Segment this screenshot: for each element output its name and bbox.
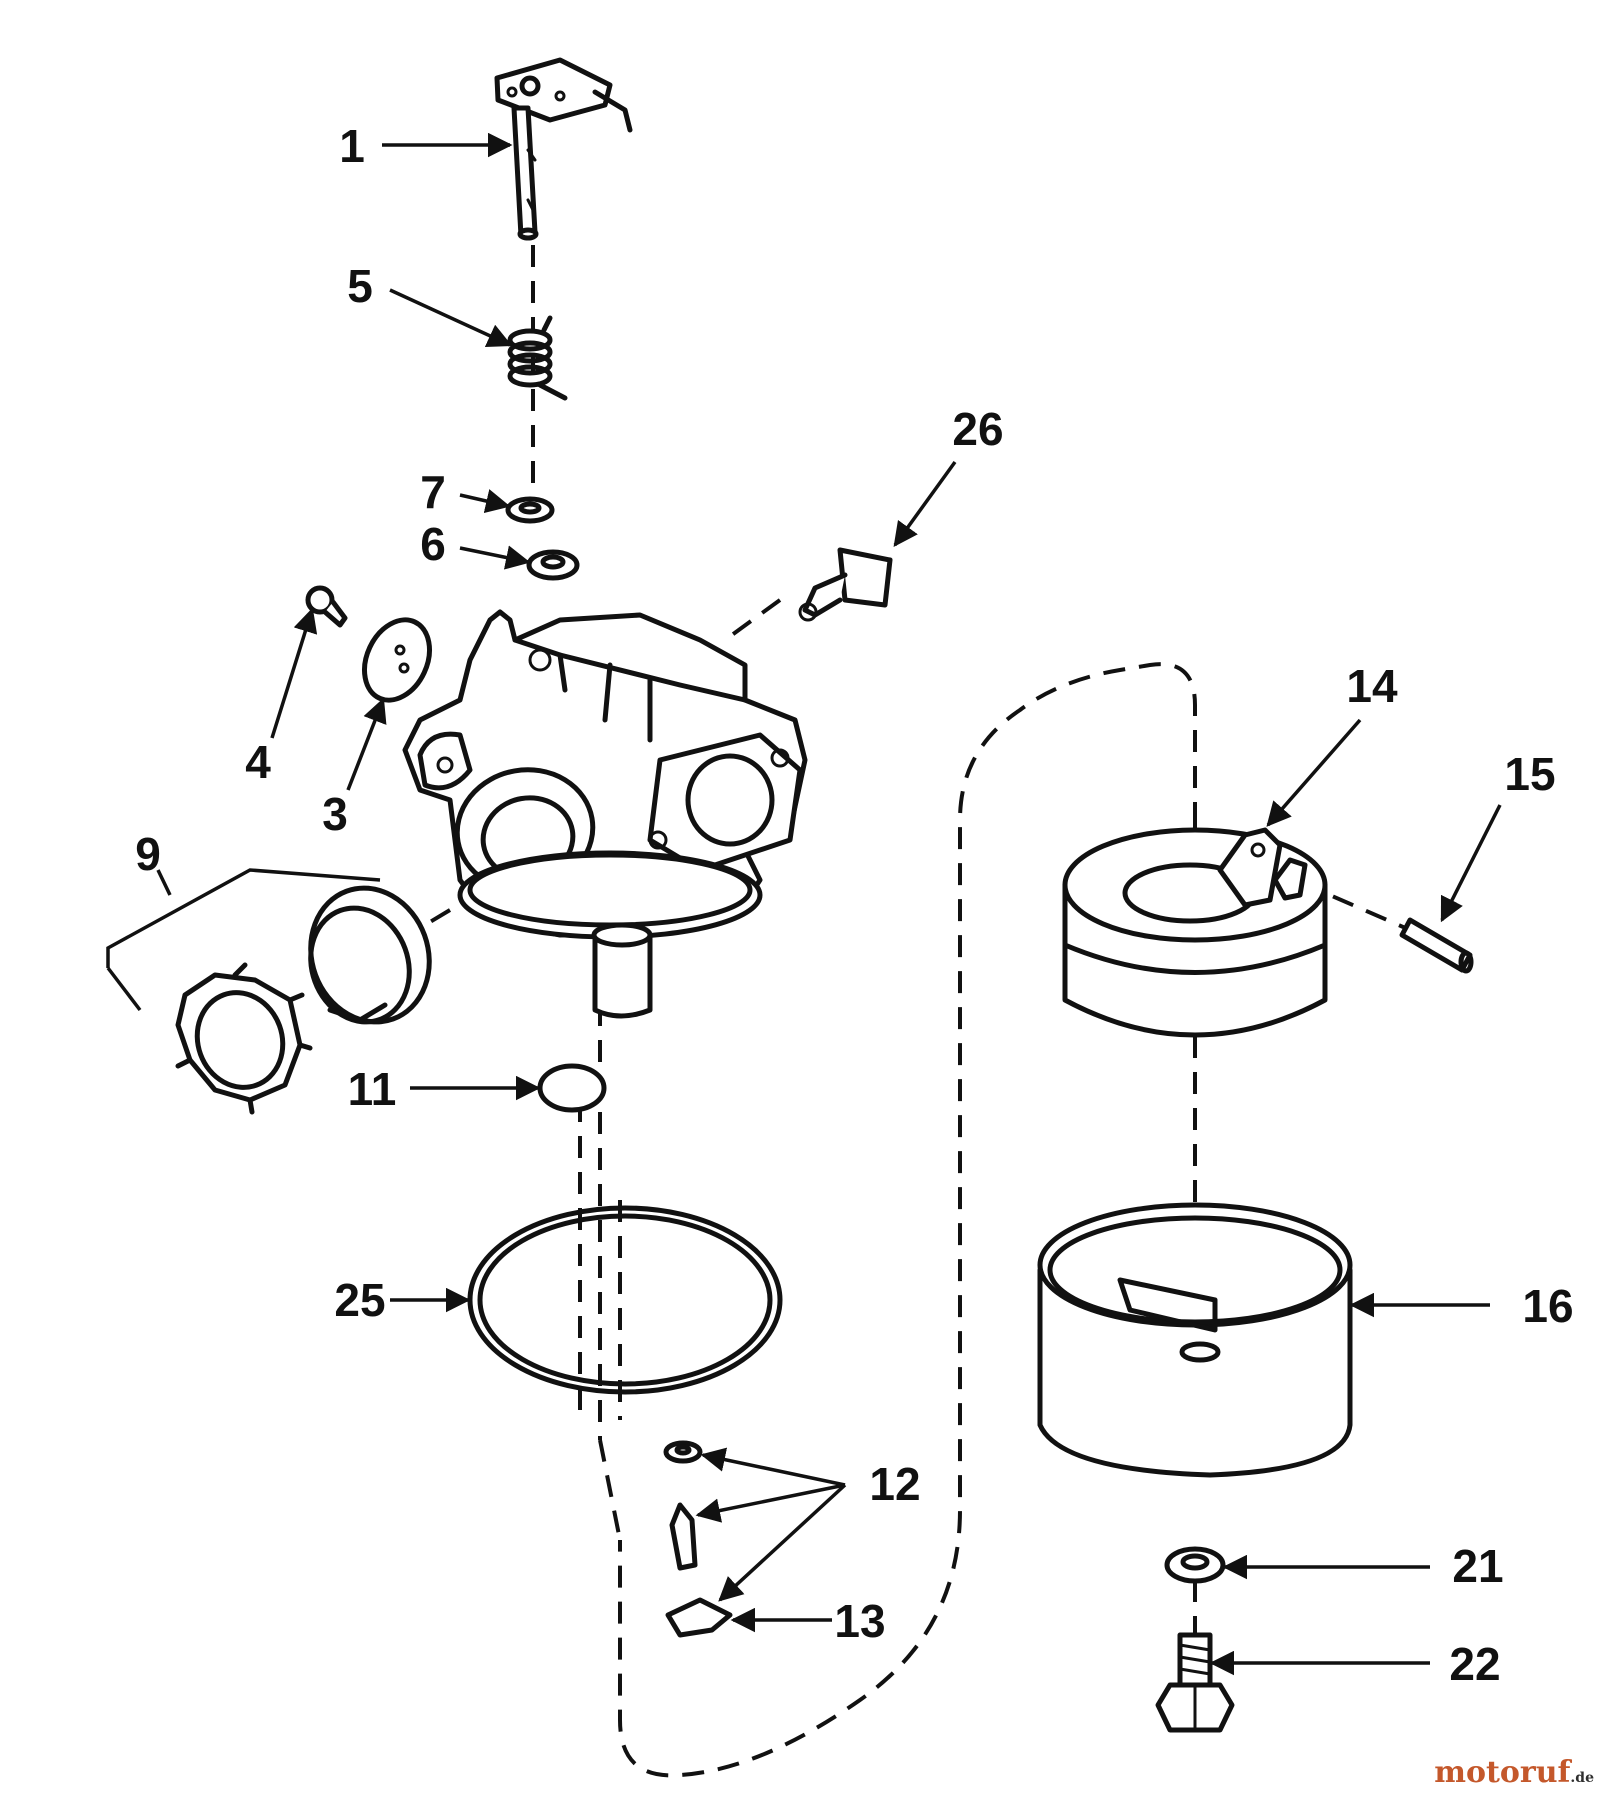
part-seals bbox=[505, 496, 580, 581]
callout-7: 7 bbox=[420, 466, 446, 518]
callout-15: 15 bbox=[1504, 748, 1555, 800]
part-screw-and-plate bbox=[305, 585, 432, 703]
part-carburetor-body bbox=[402, 609, 808, 1019]
callout-3: 3 bbox=[322, 788, 348, 840]
part-needle-set bbox=[663, 1440, 733, 1638]
part-washer-and-bolt bbox=[1155, 1546, 1235, 1733]
part-throttle-shaft bbox=[494, 57, 633, 241]
part-fitting bbox=[798, 547, 893, 622]
callout-11: 11 bbox=[348, 1063, 397, 1115]
part-primer-bulb bbox=[175, 885, 432, 1115]
watermark-name: motoruf bbox=[1434, 1755, 1571, 1790]
callout-16: 16 bbox=[1522, 1280, 1573, 1332]
leader-lines bbox=[106, 132, 1502, 1676]
callout-9: 9 bbox=[135, 828, 161, 880]
callout-12: 12 bbox=[869, 1458, 920, 1510]
callout-13: 13 bbox=[834, 1595, 885, 1647]
part-spring bbox=[507, 315, 568, 401]
part-welch-plug bbox=[537, 1063, 607, 1113]
callout-22: 22 bbox=[1449, 1638, 1500, 1690]
part-float bbox=[1062, 827, 1474, 1038]
callout-21: 21 bbox=[1452, 1540, 1503, 1592]
watermark-tld: .de bbox=[1570, 1770, 1594, 1786]
callout-6: 6 bbox=[420, 518, 446, 570]
callout-25: 25 bbox=[334, 1274, 385, 1326]
watermark-logo: motoruf.de bbox=[1434, 1755, 1594, 1790]
part-float-bowl bbox=[1037, 1202, 1353, 1478]
callout-1: 1 bbox=[339, 120, 365, 172]
callout-5: 5 bbox=[347, 260, 373, 312]
callout-4: 4 bbox=[245, 736, 271, 788]
part-bowl-gasket bbox=[467, 1205, 783, 1395]
callout-26: 26 bbox=[952, 403, 1003, 455]
callout-labels: 1 5 7 6 26 4 3 9 11 14 15 25 16 12 13 21… bbox=[135, 120, 1573, 1690]
callout-14: 14 bbox=[1346, 660, 1398, 712]
